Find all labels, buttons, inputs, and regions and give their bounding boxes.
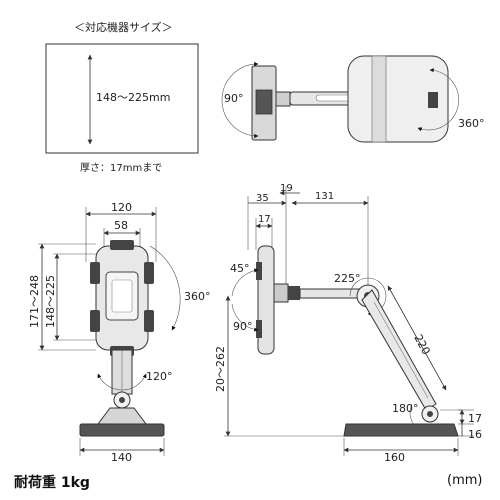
- side-base-depth-label: 160: [384, 451, 405, 464]
- side-35-label: 35: [256, 193, 269, 204]
- front-base: [79, 423, 165, 437]
- compatible-size-panel: ＜対応機器サイズ＞ 148～225mm 厚さ：17mmまで: [45, 20, 199, 174]
- thickness-label: 厚さ：17mmまで: [80, 162, 162, 174]
- side-upper-arm: [299, 288, 363, 299]
- front-height-outer-label: 171～248: [28, 275, 41, 328]
- neck-joint: [275, 91, 291, 107]
- holder-grip-left-bottom: [90, 310, 100, 332]
- clamp-mount: [255, 89, 273, 115]
- side-view: 35 19 131 17 45° 90° 225° 2: [214, 183, 482, 464]
- device-outline: [45, 43, 199, 154]
- side-tilt-up-arrow: [231, 268, 259, 297]
- top-view: 90° 360°: [221, 55, 485, 143]
- front-view: 120 58 171～248 148～225 360°: [28, 201, 211, 464]
- front-swing-arrow: [97, 373, 147, 391]
- holder-grip-left-top: [90, 262, 100, 284]
- holder-grip-right-top: [144, 262, 154, 284]
- front-base-width-label: 140: [111, 451, 132, 464]
- load-capacity: 耐荷重 1kg: [14, 475, 90, 491]
- base-knob: [428, 92, 438, 108]
- front-rotation-arrow: [149, 245, 181, 331]
- side-16-label: 16: [468, 428, 482, 441]
- top-rotation-label: 360°: [458, 117, 485, 130]
- side-height-label: 20～262: [214, 346, 227, 392]
- side-base: [343, 423, 459, 437]
- base-hinge: [371, 55, 387, 143]
- side-base-angle-label: 180°: [392, 402, 419, 415]
- side-tilt-down-label: 90°: [233, 320, 253, 333]
- side-tilt-down-arrow: [231, 303, 259, 332]
- clamp-rotation-label: 90°: [224, 92, 244, 105]
- holder-grip-top: [110, 240, 134, 250]
- side-17-top-label: 17: [258, 214, 271, 225]
- compatible-title: ＜対応機器サイズ＞: [74, 20, 173, 34]
- base-rotation-arrow: [417, 68, 459, 132]
- front-width-inner-label: 58: [114, 219, 128, 232]
- side-tilt-up-label: 45°: [230, 262, 250, 275]
- front-height-inner-label: 148～225: [44, 275, 57, 328]
- side-neck: [273, 283, 289, 303]
- front-swing-label: 120°: [146, 370, 173, 383]
- device-size-label: 148～225mm: [96, 91, 170, 104]
- holder-grip-right-bottom: [144, 310, 154, 332]
- front-width-outer-label: 120: [111, 201, 132, 214]
- side-arm-length-dim: [387, 285, 447, 391]
- side-131-label: 131: [315, 191, 334, 202]
- side-17-base-label: 17: [468, 412, 482, 425]
- front-rotation-label: 360°: [184, 290, 211, 303]
- units-label: (mm): [447, 473, 483, 488]
- side-19-label: 19: [280, 183, 293, 194]
- front-base-neck: [97, 407, 147, 425]
- clamp-rotation-arrow: [221, 61, 259, 139]
- side-arm-length-label: 220: [411, 332, 432, 357]
- side-joint-label: 225°: [334, 272, 361, 285]
